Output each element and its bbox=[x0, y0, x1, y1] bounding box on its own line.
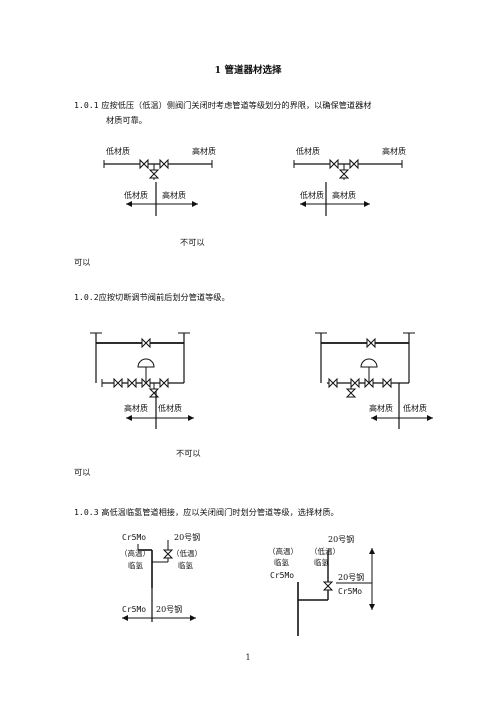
label-temp-low: （低温） bbox=[310, 546, 340, 556]
label-high: 高材质 bbox=[124, 403, 148, 413]
label-temp-high: （高温） bbox=[120, 548, 150, 558]
label-h2-b: 临氢 bbox=[314, 557, 329, 567]
label-top-mat2: 20号钢 bbox=[174, 532, 200, 542]
control-valve-diagram-left: 高材质 低材质 bbox=[90, 332, 194, 429]
label-bottom-high: 高材质 bbox=[162, 190, 186, 200]
verdict-allowed-2: 可以 bbox=[74, 467, 91, 477]
verdict-not-allowed-1: 不可以 bbox=[180, 237, 205, 247]
label-bottom-high: 高材质 bbox=[332, 190, 356, 200]
label-temp-low: （低温） bbox=[172, 548, 202, 558]
page-title: 1 管道器材选择 bbox=[214, 65, 282, 76]
section-text: 高低温临氢管道相接，应以关闭阀门时划分管道等级，选择材质。 bbox=[101, 507, 339, 517]
label-top-mat: 20号钢 bbox=[328, 534, 354, 544]
control-valve-diagram-right: 高材质 低材质 bbox=[315, 332, 433, 429]
label-h2-b: 临氢 bbox=[178, 560, 193, 570]
section-text: 应按低压（低温）侧阀门关闭时考虑管道等级划分的界限，以确保管道器材 bbox=[101, 100, 372, 110]
valve-diagram-1-right: 低材质 高材质 低材质 高材质 bbox=[293, 146, 406, 216]
section-1-0-1-line2: 材质可靠。 bbox=[106, 115, 147, 125]
label-high: 高材质 bbox=[369, 403, 393, 413]
section-1-0-3: 1.0.3 高低温临氢管道相接，应以关闭阀门时划分管道等级，选择材质。 bbox=[74, 506, 339, 519]
label-bottom-mat: Cr5Mo bbox=[122, 605, 146, 614]
label-low: 低材质 bbox=[106, 146, 130, 156]
label-high: 高材质 bbox=[382, 146, 406, 156]
label-bottom-mat2: 20号钢 bbox=[156, 604, 182, 614]
label-h2-a: 临氢 bbox=[274, 557, 289, 567]
label-bottom-low: 低材质 bbox=[124, 190, 148, 200]
section-1-0-1-line1: 1.0.1 应按低压（低温）侧阀门关闭时考虑管道等级划分的界限，以确保管道器材 bbox=[74, 99, 371, 112]
label-low: 低材质 bbox=[158, 403, 182, 413]
label-mat-r2: Cr5Mo bbox=[338, 587, 362, 596]
label-h2-a: 临氢 bbox=[128, 560, 143, 570]
label-top-mat: Cr5Mo bbox=[122, 533, 146, 542]
valve-diagram-1-left: 低材质 高材质 低材质 高材质 bbox=[103, 146, 216, 216]
page-number: 1 bbox=[245, 653, 251, 662]
label-mat-left: Cr5Mo bbox=[270, 571, 294, 580]
section-number: 1.0.2 bbox=[74, 292, 99, 302]
hydrogen-pipe-diagram-left: Cr5Mo 20号钢 （高温） （低温） 临氢 临氢 Cr5Mo 20号钢 bbox=[120, 532, 202, 622]
section-number: 1.0.1 bbox=[74, 100, 99, 110]
label-temp-high: （高温） bbox=[268, 546, 298, 556]
label-low: 低材质 bbox=[296, 146, 320, 156]
verdict-allowed-1: 可以 bbox=[74, 257, 91, 267]
section-text: 应按切断调节阀前后划分管道等级。 bbox=[98, 292, 230, 302]
section-number: 1.0.3 bbox=[74, 507, 99, 517]
label-high: 高材质 bbox=[192, 146, 216, 156]
label-bottom-low: 低材质 bbox=[300, 190, 324, 200]
label-mat-r1: 20号钢 bbox=[338, 572, 364, 582]
hydrogen-pipe-diagram-right: 20号钢 （高温） （低温） 临氢 临氢 Cr5Mo 20号钢 Cr5Mo bbox=[268, 534, 375, 636]
verdict-not-allowed-2: 不可以 bbox=[176, 448, 201, 458]
label-low: 低材质 bbox=[403, 403, 427, 413]
section-1-0-2: 1.0.2应按切断调节阀前后划分管道等级。 bbox=[74, 291, 230, 304]
